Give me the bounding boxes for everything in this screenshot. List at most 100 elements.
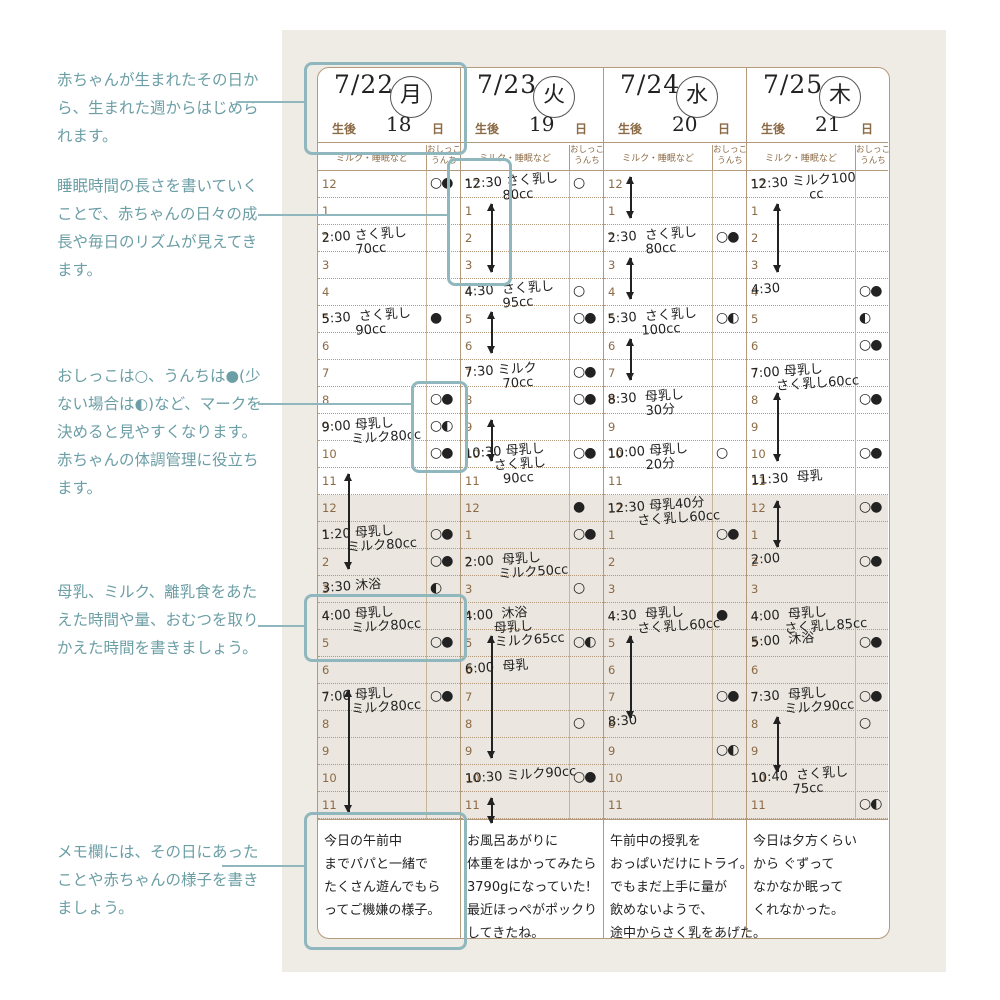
hour-row[interactable]: 8 — [461, 387, 603, 414]
hour-row[interactable]: 12 — [747, 171, 888, 198]
hour-row[interactable]: 1 — [604, 522, 746, 549]
hour-number: 7 — [465, 690, 473, 704]
hour-row[interactable]: 2 — [461, 549, 603, 576]
hour-row[interactable]: 3 — [318, 252, 460, 279]
hour-row[interactable]: 6 — [604, 657, 746, 684]
hour-row[interactable]: 6 — [747, 333, 888, 360]
hour-row[interactable]: 3 — [604, 252, 746, 279]
hour-row[interactable]: 2 — [461, 225, 603, 252]
hour-row[interactable]: 2 — [604, 225, 746, 252]
hour-number: 12 — [322, 501, 337, 515]
hour-row[interactable]: 9 — [747, 738, 888, 765]
hour-row[interactable]: 4 — [461, 279, 603, 306]
hour-row[interactable]: 8 — [604, 387, 746, 414]
hour-row[interactable]: 1 — [318, 198, 460, 225]
hour-row[interactable]: 12 — [604, 495, 746, 522]
hour-row[interactable]: 1 — [604, 198, 746, 225]
hour-row[interactable]: 5 — [604, 630, 746, 657]
hour-row[interactable]: 11 — [461, 792, 603, 819]
hour-row[interactable]: 7 — [747, 360, 888, 387]
hour-row[interactable]: 7 — [461, 684, 603, 711]
hour-row[interactable]: 4 — [747, 279, 888, 306]
hour-row[interactable]: 4 — [461, 603, 603, 630]
hour-row[interactable]: 8 — [747, 711, 888, 738]
hour-row[interactable]: 9 — [604, 738, 746, 765]
hour-row[interactable]: 5 — [747, 630, 888, 657]
hour-row[interactable]: 6 — [604, 333, 746, 360]
hour-row[interactable]: 9 — [604, 414, 746, 441]
diaper-marks: ○● — [573, 526, 596, 542]
hour-row[interactable]: 4 — [604, 279, 746, 306]
hour-row[interactable]: 10 — [318, 765, 460, 792]
hour-row[interactable]: 8 — [318, 711, 460, 738]
hour-row[interactable]: 1 — [461, 522, 603, 549]
hour-row[interactable]: 2 — [747, 549, 888, 576]
hour-row[interactable]: 11 — [604, 792, 746, 819]
hour-row[interactable]: 6 — [318, 333, 460, 360]
hour-row[interactable]: 8 — [318, 387, 460, 414]
hour-row[interactable]: 6 — [461, 657, 603, 684]
hour-row[interactable]: 1 — [747, 522, 888, 549]
hour-row[interactable]: 3 — [747, 252, 888, 279]
hour-row[interactable]: 10 — [747, 441, 888, 468]
hour-row[interactable]: 9 — [461, 414, 603, 441]
hour-row[interactable]: 4 — [747, 603, 888, 630]
hour-row[interactable]: 12 — [318, 495, 460, 522]
hour-row[interactable]: 3 — [461, 576, 603, 603]
hour-row[interactable]: 3 — [318, 576, 460, 603]
hour-row[interactable]: 1 — [318, 522, 460, 549]
hour-row[interactable]: 5 — [318, 630, 460, 657]
diaper-marks: ● — [430, 310, 442, 326]
hour-number: 4 — [751, 609, 759, 623]
hour-row[interactable]: 3 — [604, 576, 746, 603]
hour-row[interactable]: 11 — [604, 468, 746, 495]
hour-row[interactable]: 1 — [461, 198, 603, 225]
hour-row[interactable]: 5 — [747, 306, 888, 333]
hour-row[interactable]: 6 — [461, 333, 603, 360]
hour-row[interactable]: 7 — [318, 360, 460, 387]
hour-row[interactable]: 12 — [604, 171, 746, 198]
hour-row[interactable]: 4 — [604, 603, 746, 630]
hour-row[interactable]: 5 — [461, 306, 603, 333]
hour-row[interactable]: 5 — [604, 306, 746, 333]
hour-row[interactable]: 8 — [747, 387, 888, 414]
hour-row[interactable]: 10 — [461, 765, 603, 792]
hour-row[interactable]: 10 — [318, 441, 460, 468]
hour-row[interactable]: 9 — [747, 414, 888, 441]
hour-row[interactable]: 11 — [318, 468, 460, 495]
hour-row[interactable]: 8 — [461, 711, 603, 738]
hour-row[interactable]: 7 — [318, 684, 460, 711]
hour-row[interactable]: 12 — [461, 171, 603, 198]
hour-row[interactable]: 5 — [318, 306, 460, 333]
hour-row[interactable]: 7 — [604, 684, 746, 711]
hour-row[interactable]: 10 — [604, 765, 746, 792]
hour-row[interactable]: 11 — [747, 792, 888, 819]
hour-row[interactable]: 3 — [461, 252, 603, 279]
hour-row[interactable]: 2 — [318, 549, 460, 576]
hour-row[interactable]: 10 — [747, 765, 888, 792]
hour-row[interactable]: 9 — [318, 414, 460, 441]
hour-row[interactable]: 6 — [747, 657, 888, 684]
hour-row[interactable]: 2 — [747, 225, 888, 252]
hour-row[interactable]: 7 — [747, 684, 888, 711]
hour-row[interactable]: 9 — [461, 738, 603, 765]
hour-row[interactable]: 12 — [461, 495, 603, 522]
hour-row[interactable]: 1 — [747, 198, 888, 225]
hour-row[interactable]: 10 — [604, 441, 746, 468]
hour-row[interactable]: 5 — [461, 630, 603, 657]
hour-row[interactable]: 9 — [318, 738, 460, 765]
hour-row[interactable]: 2 — [604, 549, 746, 576]
hour-row[interactable]: 7 — [461, 360, 603, 387]
hour-row[interactable]: 7 — [604, 360, 746, 387]
hour-row[interactable]: 11 — [747, 468, 888, 495]
hour-row[interactable]: 2 — [318, 225, 460, 252]
hour-row[interactable]: 10 — [461, 441, 603, 468]
hour-row[interactable]: 11 — [461, 468, 603, 495]
hour-row[interactable]: 12 — [318, 171, 460, 198]
hour-row[interactable]: 4 — [318, 603, 460, 630]
hour-row[interactable]: 12 — [747, 495, 888, 522]
hour-row[interactable]: 4 — [318, 279, 460, 306]
age-prefix: 生後 — [475, 122, 500, 136]
hour-row[interactable]: 3 — [747, 576, 888, 603]
